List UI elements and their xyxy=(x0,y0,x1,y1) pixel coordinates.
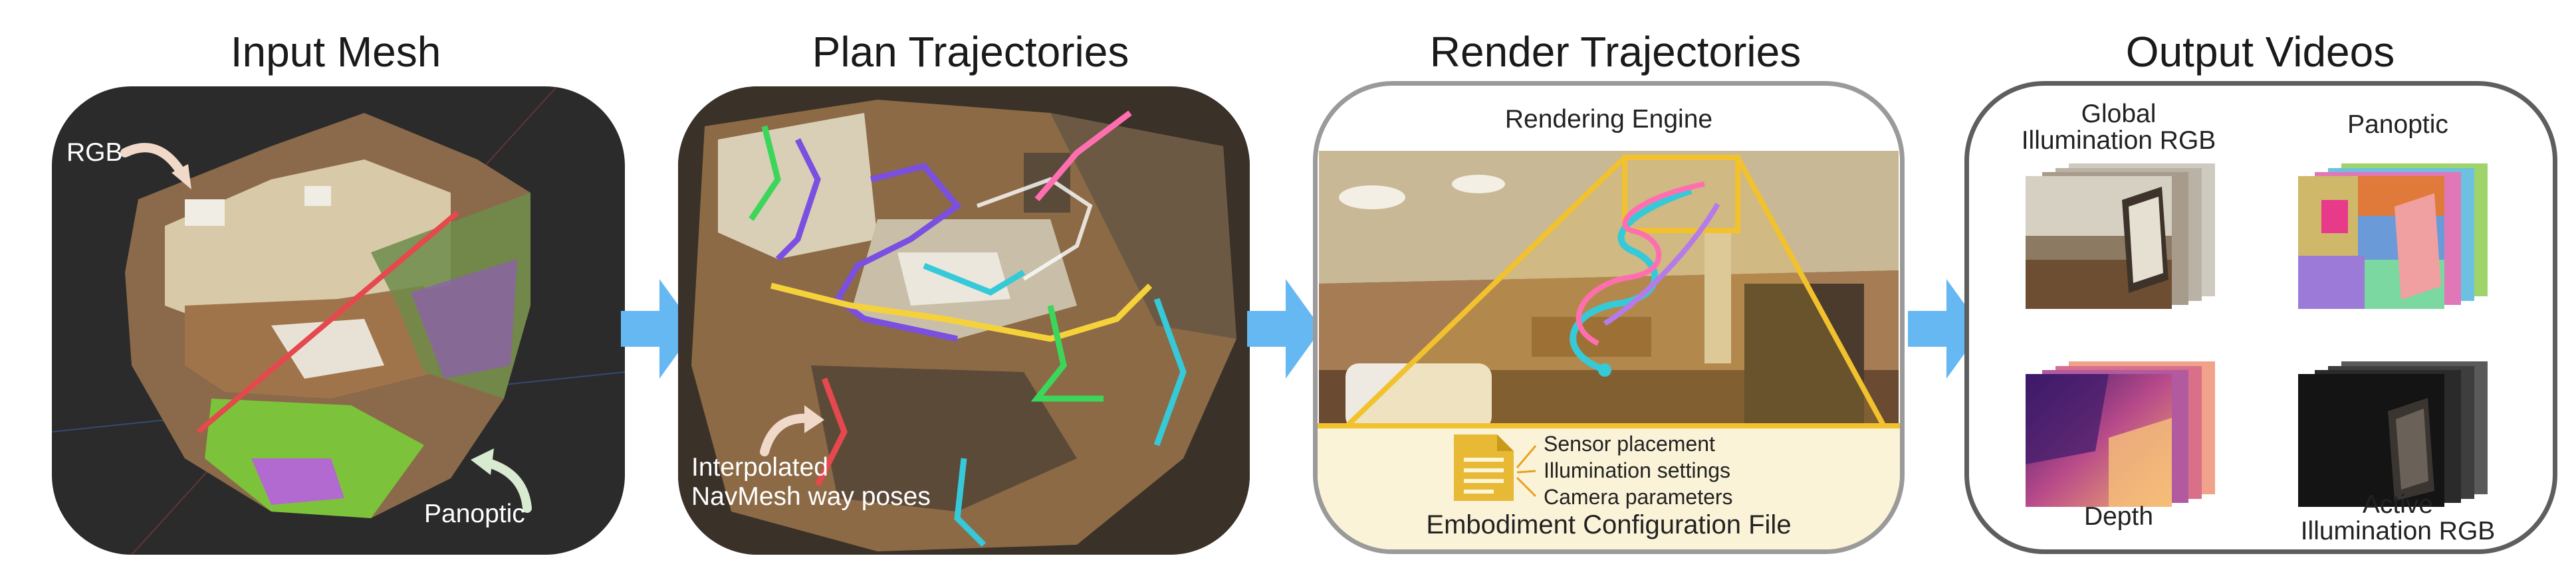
title-render-trajectories: Render Trajectories xyxy=(1429,28,1802,76)
flow-arrow-3-icon xyxy=(1908,279,1982,379)
global-illum-label-line2: Illumination RGB xyxy=(2021,126,2216,155)
config-file-label: Embodiment Configuration File xyxy=(1426,510,1792,539)
render-trajectories-panel: Rendering Engine S xyxy=(1313,81,1905,554)
config-item-illumination: Illumination settings xyxy=(1544,458,1731,482)
interpolated-label-line1: Interpolated xyxy=(691,453,828,482)
interpolated-label-line2: NavMesh way poses xyxy=(691,482,931,511)
flow-arrow-1-icon xyxy=(621,279,695,379)
config-item-camera: Camera parameters xyxy=(1544,485,1733,509)
document-icon xyxy=(1454,434,1514,501)
global-illum-label-line1: Global xyxy=(2081,100,2157,128)
output-videos-panel: Global Illumination RGB Panoptic xyxy=(1964,81,2557,554)
title-plan-trajectories: Plan Trajectories xyxy=(812,28,1129,76)
config-pointer-icons xyxy=(1516,445,1537,498)
panoptic-video-label: Panoptic xyxy=(2347,110,2448,139)
trajectory-scene xyxy=(678,86,1250,555)
rendering-engine-label: Rendering Engine xyxy=(1504,105,1713,134)
depth-video-label: Depth xyxy=(2083,502,2154,531)
flow-arrow-2-icon xyxy=(1247,279,1322,379)
active-illum-video-stack xyxy=(2298,361,2488,507)
rgb-arrow-icon xyxy=(120,143,191,189)
active-illum-label-line2: Illumination RGB xyxy=(2300,517,2496,545)
config-file-bg xyxy=(1318,423,1900,549)
depth-video-stack xyxy=(2026,361,2215,507)
mesh-scene xyxy=(52,86,625,555)
input-mesh-panel: RGB Panoptic xyxy=(52,86,625,555)
config-item-sensor: Sensor placement xyxy=(1544,432,1715,456)
panoptic-video-stack xyxy=(2298,163,2488,309)
title-input-mesh: Input Mesh xyxy=(230,28,441,76)
global-illum-video-stack xyxy=(2026,163,2215,309)
interpolated-arrow-icon xyxy=(760,405,824,456)
plan-trajectories-panel: Interpolated NavMesh way poses xyxy=(678,86,1250,555)
panoptic-label: Panoptic xyxy=(424,500,525,528)
title-output-videos: Output Videos xyxy=(2125,28,2395,76)
panoptic-arrow-icon xyxy=(471,448,532,513)
rgb-label: RGB xyxy=(66,138,123,167)
active-illum-label-line1: Active xyxy=(2362,490,2434,519)
